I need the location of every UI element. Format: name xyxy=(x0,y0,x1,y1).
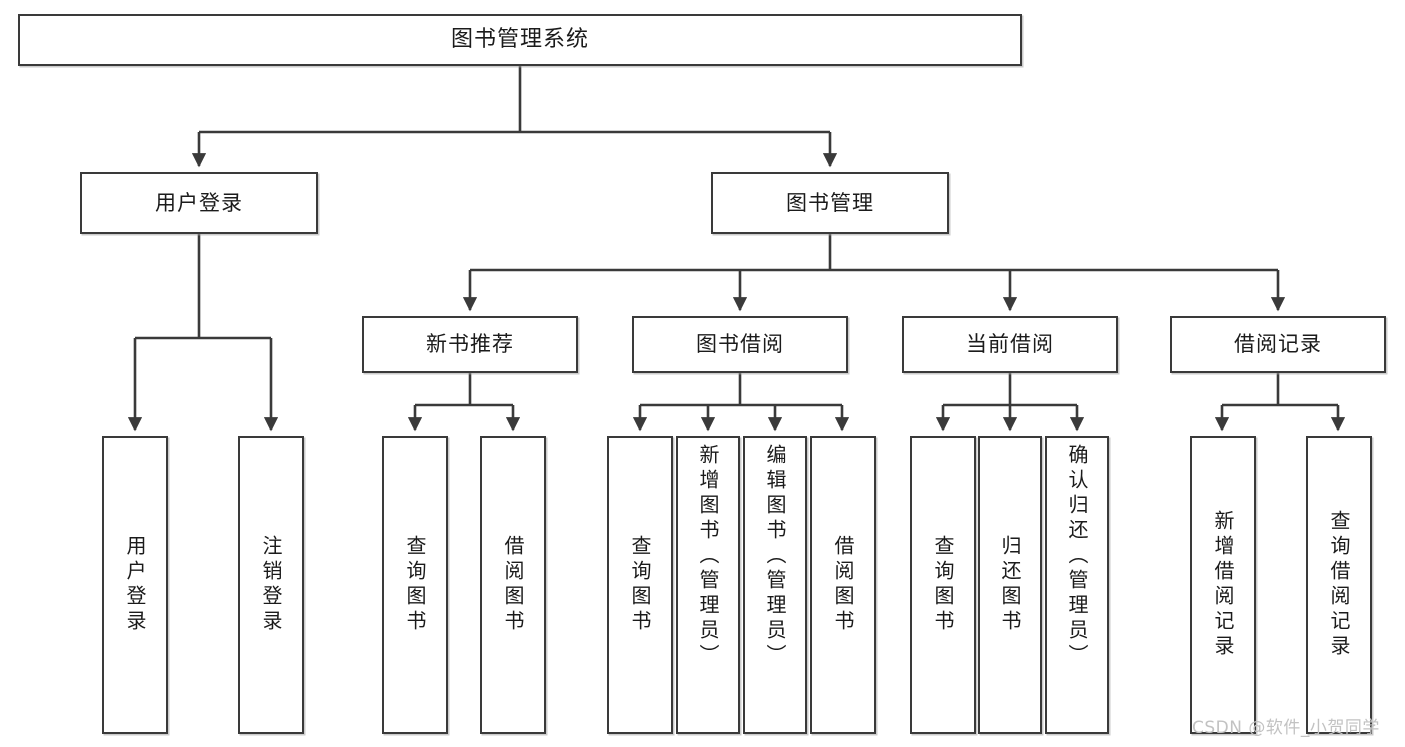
node-current-borrow[interactable]: 当前借阅 xyxy=(902,316,1118,373)
node-label: 用户登录 xyxy=(155,190,243,215)
node-label: 用户登录 xyxy=(123,535,147,635)
node-label: 查询图书 xyxy=(628,535,652,635)
node-label: 查询图书 xyxy=(931,535,955,635)
leaf-query-borrow-record[interactable]: 查询借阅记录 xyxy=(1306,436,1372,734)
node-label: 图书借阅 xyxy=(696,332,784,357)
node-label: 编辑图书（管理员） xyxy=(763,444,787,669)
leaf-logout[interactable]: 注销登录 xyxy=(238,436,304,734)
leaf-query-book-borrow[interactable]: 查询图书 xyxy=(607,436,673,734)
node-label: 注销登录 xyxy=(259,535,283,635)
node-label: 新书推荐 xyxy=(426,332,514,357)
node-label: 当前借阅 xyxy=(966,332,1054,357)
node-new-book-recommend[interactable]: 新书推荐 xyxy=(362,316,578,373)
leaf-confirm-return-admin[interactable]: 确认归还（管理员） xyxy=(1045,436,1109,734)
leaf-add-borrow-record[interactable]: 新增借阅记录 xyxy=(1190,436,1256,734)
node-label: 借阅记录 xyxy=(1234,332,1322,357)
node-book-borrow[interactable]: 图书借阅 xyxy=(632,316,848,373)
leaf-user-login[interactable]: 用户登录 xyxy=(102,436,168,734)
node-label: 借阅图书 xyxy=(831,535,855,635)
leaf-borrow-book[interactable]: 借阅图书 xyxy=(810,436,876,734)
node-root-system[interactable]: 图书管理系统 xyxy=(18,14,1022,66)
node-borrow-record[interactable]: 借阅记录 xyxy=(1170,316,1386,373)
node-label: 新增借阅记录 xyxy=(1211,510,1235,660)
node-label: 图书管理系统 xyxy=(450,27,589,53)
node-book-management[interactable]: 图书管理 xyxy=(711,172,949,234)
leaf-query-book-recommend[interactable]: 查询图书 xyxy=(382,436,448,734)
leaf-return-book[interactable]: 归还图书 xyxy=(978,436,1042,734)
node-label: 归还图书 xyxy=(998,535,1022,635)
leaf-edit-book-admin[interactable]: 编辑图书（管理员） xyxy=(743,436,807,734)
node-label: 图书管理 xyxy=(786,190,874,215)
node-label: 新增图书（管理员） xyxy=(696,444,720,669)
csdn-watermark: CSDN @软件_小贺同学 xyxy=(1192,718,1380,738)
node-label: 查询借阅记录 xyxy=(1327,510,1351,660)
leaf-add-book-admin[interactable]: 新增图书（管理员） xyxy=(676,436,740,734)
node-user-login[interactable]: 用户登录 xyxy=(80,172,318,234)
node-label: 借阅图书 xyxy=(501,535,525,635)
node-label: 查询图书 xyxy=(403,535,427,635)
node-label: 确认归还（管理员） xyxy=(1065,444,1089,669)
leaf-query-book-current[interactable]: 查询图书 xyxy=(910,436,976,734)
leaf-borrow-book-recommend[interactable]: 借阅图书 xyxy=(480,436,546,734)
